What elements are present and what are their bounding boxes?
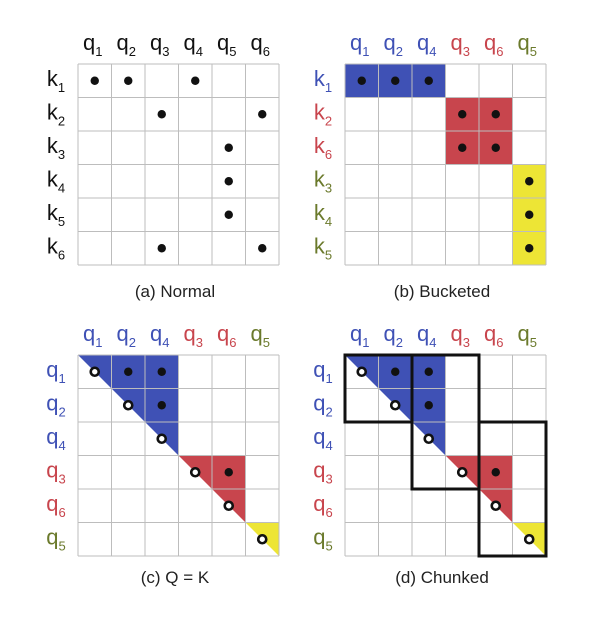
column-label: q2 [384, 321, 403, 350]
column-label: q4 [150, 321, 169, 350]
attention-dot [458, 143, 467, 152]
attention-dot [191, 76, 200, 85]
chunk-box [477, 420, 548, 558]
row-label: k2 [47, 99, 65, 128]
column-label: q6 [217, 321, 236, 350]
row-label: k5 [47, 200, 65, 229]
column-label: q2 [117, 30, 136, 59]
row-label: q1 [313, 357, 332, 386]
row-label: q2 [313, 390, 332, 419]
column-label: q3 [150, 30, 169, 59]
column-label: q1 [83, 321, 102, 350]
column-label: q6 [484, 30, 503, 59]
row-label: q2 [46, 390, 65, 419]
panel-normal: q1 q2 q3 q4 q5 q6 k1 k2 k3 k4 k5 k6 (a) Normal [47, 30, 280, 301]
column-label: q5 [518, 321, 537, 350]
panel-caption: (d) Chunked [395, 568, 489, 587]
attention-dot [525, 244, 534, 253]
attention-dot [224, 143, 233, 152]
row-label: k6 [47, 233, 65, 262]
attention-dot [258, 110, 267, 119]
row-label: q4 [46, 424, 65, 453]
column-label: q3 [184, 321, 203, 350]
self-attention-ring [223, 500, 235, 512]
row-label: k5 [314, 233, 332, 262]
row-label: q6 [313, 491, 332, 520]
column-label: q1 [83, 30, 102, 59]
row-label: q6 [46, 491, 65, 520]
attention-dot [391, 367, 400, 376]
column-label: q4 [417, 321, 436, 350]
row-label: k4 [314, 200, 332, 229]
row-label: k6 [314, 133, 332, 162]
attention-dot [491, 110, 500, 119]
column-label: q2 [117, 321, 136, 350]
attention-dot [525, 210, 534, 219]
row-label: k3 [314, 166, 332, 195]
row-label: q5 [313, 524, 332, 553]
column-label: q6 [484, 321, 503, 350]
row-label: q3 [46, 457, 65, 486]
attention-dot [491, 143, 500, 152]
panel-caption: (a) Normal [135, 282, 215, 301]
column-label: q1 [350, 30, 369, 59]
attention-dot [124, 76, 133, 85]
column-label: q5 [518, 30, 537, 59]
panel-chunked: q1 q2 q4 q3 q6 q5 q1 q2 q4 q3 q6 q5 (d) Chunked [313, 321, 548, 587]
column-label: q5 [251, 321, 270, 350]
attention-dot [157, 367, 166, 376]
attention-dot [157, 110, 166, 119]
self-attention-ring [456, 466, 468, 478]
self-attention-ring [256, 533, 268, 545]
column-label: q5 [217, 30, 236, 59]
row-label: k1 [47, 66, 65, 95]
panel-bucketed: q1 q2 q4 q3 q6 q5 k1 k2 k6 k3 k4 k5 (b) Bucketed [314, 30, 547, 301]
column-label: q4 [417, 30, 436, 59]
column-label: q6 [251, 30, 270, 59]
attention-dot [224, 468, 233, 477]
self-attention-ring [389, 399, 401, 411]
panel-caption: (b) Bucketed [394, 282, 490, 301]
attention-dot [525, 177, 534, 186]
self-attention-ring [356, 366, 368, 378]
attention-dot [391, 76, 400, 85]
row-label: q1 [46, 357, 65, 386]
self-attention-ring [523, 533, 535, 545]
self-attention-ring [89, 366, 101, 378]
attention-dot [157, 244, 166, 253]
self-attention-ring [156, 433, 168, 445]
self-attention-ring [423, 433, 435, 445]
attention-dot [424, 401, 433, 410]
attention-dot [157, 401, 166, 410]
attention-dot [491, 468, 500, 477]
attention-dot [258, 244, 267, 253]
attention-dot [357, 76, 366, 85]
panel-q-equals-k: q1 q2 q4 q3 q6 q5 q1 q2 q4 q3 q6 q5 (c) Q = K [46, 321, 280, 587]
attention-dot [124, 367, 133, 376]
row-label: q3 [313, 457, 332, 486]
row-label: q5 [46, 524, 65, 553]
row-label: k1 [314, 66, 332, 95]
column-label: q3 [451, 30, 470, 59]
column-label: q2 [384, 30, 403, 59]
self-attention-ring [122, 399, 134, 411]
attention-dot [424, 76, 433, 85]
attention-dot [424, 367, 433, 376]
attention-dot [224, 210, 233, 219]
column-label: q1 [350, 321, 369, 350]
panel-caption: (c) Q = K [141, 568, 210, 587]
row-label: q4 [313, 424, 332, 453]
row-label: k4 [47, 166, 65, 195]
attention-dot [458, 110, 467, 119]
self-attention-ring [189, 466, 201, 478]
row-label: k2 [314, 99, 332, 128]
row-label: k3 [47, 133, 65, 162]
attention-dot [90, 76, 99, 85]
column-label: q4 [184, 30, 203, 59]
column-label: q3 [451, 321, 470, 350]
attention-dot [224, 177, 233, 186]
self-attention-ring [490, 500, 502, 512]
